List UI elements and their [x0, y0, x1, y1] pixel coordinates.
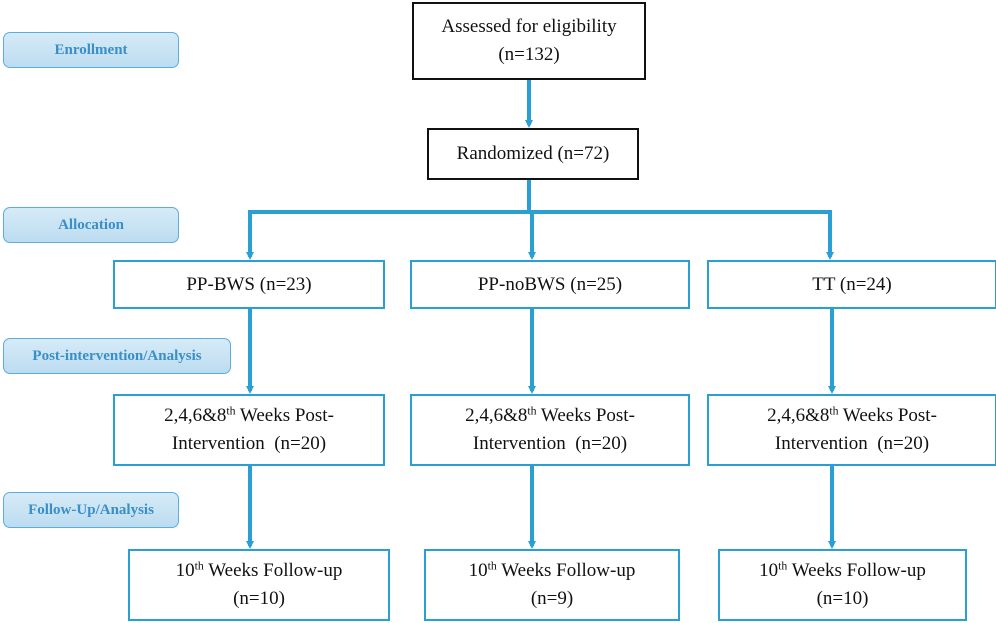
post-sup: th [829, 404, 839, 418]
arm-box-1: PP-BWS (n=23) [113, 260, 385, 309]
follow-sup: th [487, 559, 497, 573]
assessed-box: Assessed for eligibility (n=132) [412, 2, 646, 80]
post-line2: Intervention (n=20) [774, 433, 930, 454]
arm-box-3: TT (n=24) [707, 260, 996, 309]
stage-enrollment: Enrollment [3, 32, 179, 68]
follow-line1: 10th Weeks Follow-up [759, 557, 926, 585]
follow-suffix: Weeks Follow-up [203, 560, 343, 582]
post-line2: Intervention (n=20) [472, 433, 628, 454]
post-line2: Intervention (n=20) [171, 433, 327, 454]
post-box-1: 2,4,6&8th Weeks Post- Intervention (n=20… [113, 394, 385, 466]
post-prefix: 2,4,6&8 [164, 405, 227, 427]
follow-prefix: 10 [468, 560, 488, 582]
post-line1: 2,4,6&8th Weeks Post- [164, 402, 334, 430]
post-prefix: 2,4,6&8 [767, 405, 830, 427]
randomized-box: Randomized (n=72) [427, 128, 639, 180]
post-suffix: Weeks Post- [235, 405, 334, 427]
follow-sup: th [194, 559, 204, 573]
post-suffix: Weeks Post- [838, 405, 937, 427]
follow-suffix: Weeks Follow-up [787, 560, 926, 582]
stage-allocation: Allocation [3, 207, 179, 243]
follow-count: (n=10) [816, 588, 869, 609]
arm-box-2: PP-noBWS (n=25) [410, 260, 690, 309]
stage-allocation-label: Allocation [58, 216, 124, 233]
follow-line1: 10th Weeks Follow-up [176, 557, 343, 585]
stage-follow-up-label: Follow-Up/Analysis [28, 501, 154, 518]
arm-name: PP-noBWS (n=25) [477, 273, 623, 295]
post-prefix: 2,4,6&8 [465, 405, 528, 427]
stage-follow-up: Follow-Up/Analysis [3, 492, 179, 528]
follow-prefix: 10 [759, 560, 779, 582]
post-line1: 2,4,6&8th Weeks Post- [767, 402, 937, 430]
stage-post-intervention: Post-intervention/Analysis [3, 338, 231, 374]
stage-enrollment-label: Enrollment [54, 41, 128, 58]
stage-post-intervention-label: Post-intervention/Analysis [32, 347, 202, 364]
follow-line1: 10th Weeks Follow-up [469, 557, 636, 585]
post-box-2: 2,4,6&8th Weeks Post- Intervention (n=20… [410, 394, 690, 466]
arm-name: PP-BWS (n=23) [186, 273, 312, 295]
follow-count: (n=10) [233, 588, 285, 609]
follow-prefix: 10 [175, 560, 195, 582]
follow-box-3: 10th Weeks Follow-up (n=10) [718, 549, 967, 621]
follow-box-2: 10th Weeks Follow-up (n=9) [424, 549, 680, 621]
assessed-label: Assessed for eligibility [441, 16, 617, 38]
post-sup: th [527, 404, 537, 418]
assessed-count: (n=132) [498, 44, 560, 65]
randomized-label: Randomized (n=72) [456, 143, 610, 165]
follow-suffix: Weeks Follow-up [496, 560, 636, 582]
post-sup: th [226, 404, 236, 418]
post-line1: 2,4,6&8th Weeks Post- [465, 402, 635, 430]
arm-name: TT (n=24) [812, 273, 892, 295]
post-suffix: Weeks Post- [536, 405, 635, 427]
follow-sup: th [778, 559, 788, 573]
follow-count: (n=9) [530, 588, 574, 609]
follow-box-1: 10th Weeks Follow-up (n=10) [128, 549, 390, 621]
post-box-3: 2,4,6&8th Weeks Post- Intervention (n=20… [707, 394, 996, 466]
